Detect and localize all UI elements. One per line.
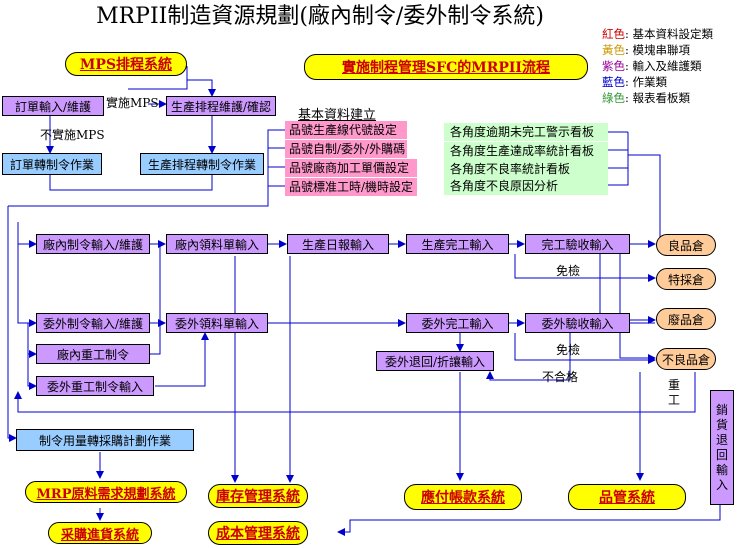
out-rework-box[interactable]: 委外重工制令輸入	[36, 376, 154, 396]
inventory-system-block[interactable]: 庫存管理系統	[208, 484, 308, 508]
special-warehouse[interactable]: 特採倉	[656, 268, 716, 290]
quality-system-block[interactable]: 品管系統	[568, 484, 686, 510]
in-mo-input-box[interactable]: 廠內制令輸入/維護	[36, 234, 150, 254]
report-item[interactable]: 各角度生產達成率統計看板	[444, 142, 608, 160]
report-item[interactable]: 各角度不良原因分析	[444, 177, 608, 195]
defective-warehouse[interactable]: 不良品倉	[656, 348, 716, 370]
mrp-system-block[interactable]: MRP原料需求規劃系統	[25, 481, 187, 503]
mps-system-block[interactable]: MPS排程系統	[65, 52, 187, 76]
report-item[interactable]: 各角度逾期未完工警示看板	[444, 123, 608, 141]
basic-data-item[interactable]: 品號生產線代號設定	[285, 121, 407, 139]
cost-system-block[interactable]: 成本管理系統	[208, 521, 308, 545]
scrap-warehouse[interactable]: 廢品倉	[656, 308, 716, 330]
rework-label: 重工	[668, 378, 681, 407]
completion-input-box[interactable]: 生產完工輸入	[406, 234, 509, 254]
schedule-maint-box[interactable]: 生產排程維護/確認	[166, 96, 276, 116]
report-item[interactable]: 各角度不良率統計看板	[444, 160, 608, 178]
in-rework-box[interactable]: 廠內重工制令	[36, 344, 150, 364]
legend-item-red: 紅色: 基本資料設定類	[602, 27, 714, 41]
mrp-transfer-box[interactable]: 制令用量轉採購計劃作業	[16, 429, 194, 451]
basic-data-item[interactable]: 品號廠商加工單價設定	[285, 159, 417, 177]
order-input-box[interactable]: 訂單輸入/維護	[2, 96, 104, 116]
basic-data-item[interactable]: 品號標准工時/機時設定	[285, 178, 417, 196]
payable-system-block[interactable]: 應付帳款系統	[404, 484, 522, 510]
legend-item-blue: 藍色: 作業類	[602, 75, 668, 89]
no-mps-label: 不實施MPS	[40, 128, 105, 142]
sales-return-box[interactable]: 銷貨退回輸入	[710, 390, 734, 505]
legend-item-green: 綠色: 報表看板類	[602, 91, 691, 105]
page-title: MRPII制造資源規劃(廠內制令/委外制令系統)	[96, 4, 544, 29]
legend-item-yellow: 黃色: 模塊串聯項	[602, 43, 691, 57]
legend-item-purple: 紫色: 輸入及維護類	[602, 59, 702, 73]
daily-report-box[interactable]: 生產日報輸入	[287, 234, 389, 254]
color-legend: 紅色: 基本資料設定類 黃色: 模塊串聯項 紫色: 輸入及維護類 藍色: 作業類…	[602, 26, 737, 106]
exempt-label: 免檢	[556, 343, 581, 357]
in-pick-input-box[interactable]: 廠內領料單輸入	[166, 234, 268, 254]
reject-label: 不合格	[542, 370, 579, 384]
good-warehouse[interactable]: 良品倉	[656, 234, 716, 256]
schedule-to-mo-box[interactable]: 生產排程轉制令作業	[140, 153, 264, 175]
basic-data-heading: 基本資料建立	[298, 108, 377, 123]
purchasing-system-block[interactable]: 采購進貨系統	[48, 522, 152, 544]
out-mo-input-box[interactable]: 委外制令輸入/維護	[36, 313, 150, 333]
out-acceptance-box[interactable]: 委外驗收輸入	[525, 313, 630, 333]
out-return-box[interactable]: 委外退回/折讓輸入	[376, 351, 494, 371]
out-completion-box[interactable]: 委外完工輸入	[406, 313, 509, 333]
out-pick-input-box[interactable]: 委外領料單輸入	[166, 313, 268, 333]
sfc-flow-banner: 實施制程管理SFC的MRPII流程	[304, 54, 588, 80]
exempt-label: 免檢	[556, 264, 581, 278]
order-to-mo-box[interactable]: 訂單轉制令作業	[2, 153, 102, 175]
acceptance-input-box[interactable]: 完工驗收輸入	[525, 234, 630, 254]
basic-data-item[interactable]: 品號自制/委外/外購碼	[285, 140, 407, 158]
implement-mps-label: 實施MPS	[106, 96, 159, 110]
